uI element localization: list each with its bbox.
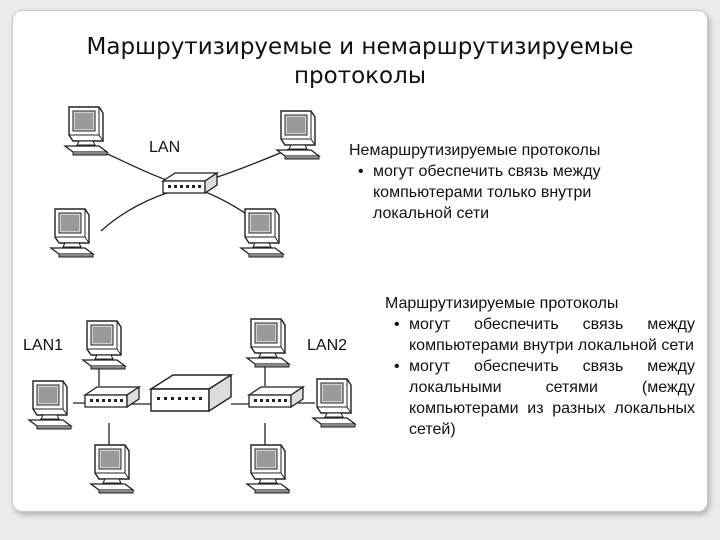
routable-list: могут обеспечить связь между компьютерам… [385,314,695,440]
routable-block: Маршрутизируемые протоколы могут обеспеч… [385,293,695,440]
lan-label: LAN [149,139,181,156]
hub-icon [84,386,140,408]
router-icon [150,374,232,412]
slide-title-line-1: Маршрутизируемые и немаршрутизируемые [86,34,634,60]
computer-icon [64,106,108,156]
computer-icon [90,444,134,494]
routable-heading: Маршрутизируемые протоколы [385,295,619,312]
nonroutable-block: Немаршрутизируемые протоколы могут обесп… [349,140,669,224]
network-diagram [28,106,356,494]
slide: Маршрутизируемые и немаршрутизируемые пр… [12,10,708,512]
computer-icon [82,320,126,370]
hub-icon [162,172,218,194]
computer-icon [28,380,72,430]
lan1-label: LAN1 [23,337,64,354]
computer-icon [50,208,94,258]
hub-icon [248,386,304,408]
computer-icon [240,208,284,258]
list-item: могут обеспечить связь между компьютерам… [349,161,669,224]
computer-icon [276,110,320,160]
list-item: могут обеспечить связь между компьютерам… [385,314,695,356]
slide-title: Маршрутизируемые и немаршрутизируемые пр… [13,33,707,91]
computer-icon [246,318,290,368]
list-item: могут обеспечить связь между локальными … [385,356,695,440]
computer-icon [246,444,290,494]
slide-title-line-2: протоколы [293,63,426,89]
lan2-label: LAN2 [307,337,348,354]
nonroutable-heading: Немаршрутизируемые протоколы [349,142,601,159]
nonroutable-list: могут обеспечить связь между компьютерам… [349,161,669,224]
computer-icon [312,378,356,428]
